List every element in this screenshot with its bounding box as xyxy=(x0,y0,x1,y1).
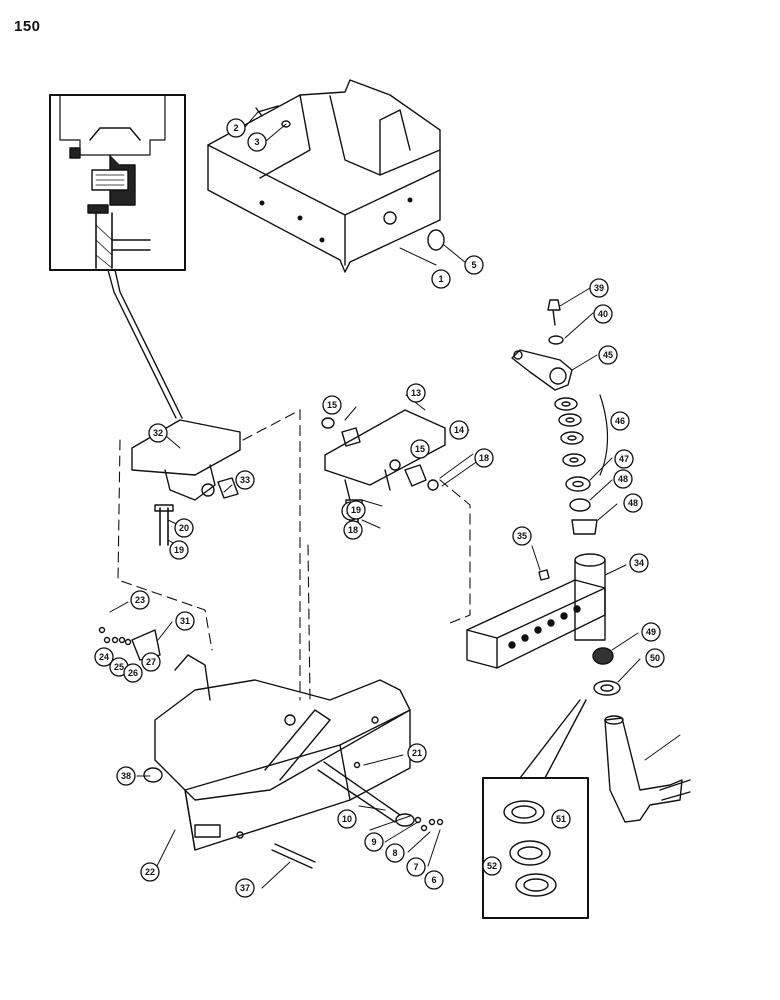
callout-label: 14 xyxy=(454,425,464,435)
callout-label: 39 xyxy=(594,283,604,293)
callout-48: 48 xyxy=(623,493,643,513)
callout-label: 46 xyxy=(615,416,625,426)
callout-label: 8 xyxy=(392,848,397,858)
callout-label: 13 xyxy=(411,388,421,398)
callout-label: 45 xyxy=(603,350,613,360)
callout-1: 1 xyxy=(431,269,451,289)
callout-label: 48 xyxy=(618,474,628,484)
callout-label: 20 xyxy=(179,523,189,533)
callout-52: 52 xyxy=(482,856,502,876)
callout-22: 22 xyxy=(140,862,160,882)
callout-38: 38 xyxy=(116,766,136,786)
callout-label: 6 xyxy=(431,875,436,885)
callout-23: 23 xyxy=(130,590,150,610)
callout-label: 52 xyxy=(487,861,497,871)
axle-housing xyxy=(207,79,441,273)
steering-arm xyxy=(511,349,573,391)
callout-label: 25 xyxy=(114,662,124,672)
callout-label: 15 xyxy=(415,444,425,454)
callout-label: 15 xyxy=(327,400,337,410)
callout-label: 22 xyxy=(145,867,155,877)
callout-15: 15 xyxy=(410,439,430,459)
callout-label: 19 xyxy=(351,505,361,515)
callout-6: 6 xyxy=(424,870,444,890)
callout-32: 32 xyxy=(148,423,168,443)
callout-label: 40 xyxy=(598,309,608,319)
callout-label: 2 xyxy=(233,123,238,133)
callout-label: 7 xyxy=(413,862,418,872)
callout-18: 18 xyxy=(474,448,494,468)
callout-label: 38 xyxy=(121,771,131,781)
callout-19: 19 xyxy=(346,500,366,520)
callout-label: 23 xyxy=(135,595,145,605)
callout-21: 21 xyxy=(407,743,427,763)
callout-label: 5 xyxy=(471,260,476,270)
callout-label: 9 xyxy=(371,837,376,847)
callout-label: 18 xyxy=(348,525,358,535)
callout-40: 40 xyxy=(593,304,613,324)
callout-label: 32 xyxy=(153,428,163,438)
callout-33: 33 xyxy=(235,470,255,490)
callout-5: 5 xyxy=(464,255,484,275)
callout-label: 1 xyxy=(438,274,443,284)
callout-2: 2 xyxy=(226,118,246,138)
callout-8: 8 xyxy=(385,843,405,863)
callout-label: 37 xyxy=(240,883,250,893)
detail-inset xyxy=(49,94,186,271)
callout-45: 45 xyxy=(598,345,618,365)
callout-label: 48 xyxy=(628,498,638,508)
callout-14: 14 xyxy=(449,420,469,440)
callout-34: 34 xyxy=(629,553,649,573)
front-support xyxy=(131,419,241,546)
callout-13: 13 xyxy=(406,383,426,403)
callout-31: 31 xyxy=(175,611,195,631)
callout-3: 3 xyxy=(247,132,267,152)
callout-label: 24 xyxy=(99,652,109,662)
callout-24: 24 xyxy=(94,647,114,667)
washer-stack xyxy=(554,394,609,535)
callout-10: 10 xyxy=(337,809,357,829)
callout-group: 1235678910131414151518181919202122232425… xyxy=(94,118,665,898)
callout-35: 35 xyxy=(512,526,532,546)
callout-label: 34 xyxy=(634,558,644,568)
callout-label: 27 xyxy=(146,657,156,667)
callout-label: 49 xyxy=(646,627,656,637)
callout-label: 35 xyxy=(517,531,527,541)
callout-26: 26 xyxy=(123,663,143,683)
callout-9: 9 xyxy=(364,832,384,852)
callout-19: 19 xyxy=(169,540,189,560)
callout-label: 51 xyxy=(556,814,566,824)
callout-51: 51 xyxy=(551,809,571,829)
callout-47: 47 xyxy=(614,449,634,469)
page-number: 150 xyxy=(14,18,41,35)
callout-27: 27 xyxy=(141,652,161,672)
callout-18: 18 xyxy=(343,520,363,540)
callout-46: 46 xyxy=(610,411,630,431)
callout-label: 18 xyxy=(479,453,489,463)
callout-48: 48 xyxy=(613,469,633,489)
axle-extension xyxy=(466,553,606,669)
callout-7: 7 xyxy=(406,857,426,877)
callout-label: 21 xyxy=(412,748,422,758)
callout-label: 19 xyxy=(174,545,184,555)
callout-37: 37 xyxy=(235,878,255,898)
axle-beam xyxy=(154,654,411,851)
callout-label: 33 xyxy=(240,475,250,485)
callout-49: 49 xyxy=(641,622,661,642)
callout-15: 15 xyxy=(322,395,342,415)
callout-label: 10 xyxy=(342,814,352,824)
callout-label: 31 xyxy=(180,616,190,626)
shim-inset xyxy=(482,777,589,919)
callout-label: 3 xyxy=(254,137,259,147)
spindle xyxy=(604,715,691,823)
rear-support xyxy=(321,409,446,536)
callout-leaders xyxy=(109,111,681,889)
callout-label: 47 xyxy=(619,454,629,464)
callout-50: 50 xyxy=(645,648,665,668)
callout-20: 20 xyxy=(174,518,194,538)
callout-label: 50 xyxy=(650,653,660,663)
callout-label: 26 xyxy=(128,668,138,678)
callout-39: 39 xyxy=(589,278,609,298)
